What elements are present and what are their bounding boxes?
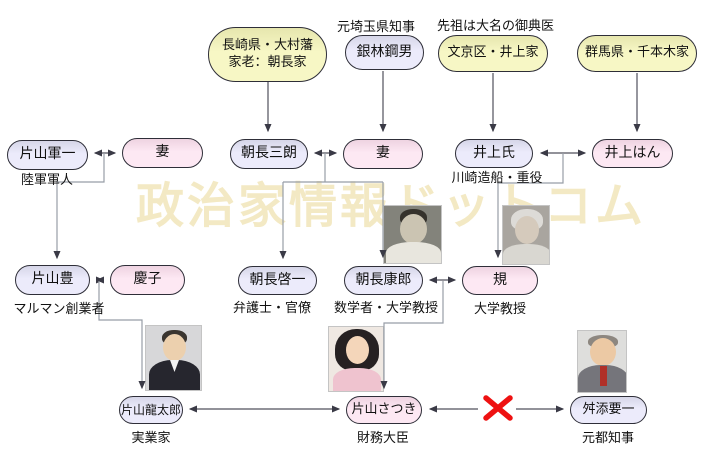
node-label: 片山豊: [31, 271, 74, 288]
node-inoue-han[interactable]: 井上はん: [592, 139, 673, 168]
node-label-line2: 家老：朝長家: [228, 54, 307, 70]
sublabel-katayama-satsuki: 財務大臣: [356, 431, 410, 446]
node-label: 慶子: [133, 271, 162, 288]
sublabel-masuzoe-yoichi: 元都知事: [581, 431, 635, 446]
photo-face: [400, 214, 427, 244]
node-label: 妻: [155, 144, 170, 161]
node-label: 朝長康郎: [355, 271, 412, 288]
annotation-ginbayashi-title: 元埼玉県知事: [337, 20, 416, 35]
sublabel-katayama-gunichi: 陸軍軍人: [20, 173, 74, 188]
node-chonaga-saburo[interactable]: 朝長三朗: [230, 139, 308, 169]
sublabel-inoue-shi: 川崎造船・重役: [451, 171, 543, 186]
photo-chonaga-yasuro: [383, 205, 442, 264]
node-label: 朝長三朗: [241, 145, 297, 162]
photo-tie: [600, 366, 607, 386]
sublabel-katayama-ryutaro: 実業家: [131, 431, 171, 446]
node-label: 銀林鋼男: [356, 43, 413, 60]
photo-nori: [502, 205, 550, 265]
node-gunma-senbongi-family[interactable]: 群馬県・千本木家: [577, 35, 697, 72]
node-chonaga-yasuro[interactable]: 朝長康郎: [344, 266, 423, 295]
node-label: 井上氏: [473, 144, 515, 161]
node-label-line1: 長崎県・大村藩: [221, 38, 313, 54]
node-nori[interactable]: 規: [462, 266, 538, 295]
node-masuzoe-yoichi[interactable]: 舛添要一: [570, 396, 647, 424]
node-label: 舛添要一: [582, 401, 635, 417]
node-label: 片山さつき: [351, 401, 417, 417]
node-label: 妻: [376, 145, 390, 162]
node-katayama-yutaka[interactable]: 片山豊: [15, 265, 90, 295]
node-chonaga-keiichi[interactable]: 朝長啓一: [238, 266, 317, 295]
node-ginbayashi-tsunao[interactable]: 銀林鋼男: [345, 35, 424, 70]
sublabel-nori: 大学教授: [473, 302, 527, 317]
node-katayama-ryutaro[interactable]: 片山龍太郎: [119, 396, 183, 424]
node-inoue-shi[interactable]: 井上氏: [455, 139, 533, 168]
photo-face: [590, 338, 616, 366]
node-label: 片山軍一: [19, 146, 76, 163]
photo-shirt: [170, 360, 179, 372]
photo-face: [515, 216, 539, 244]
node-keiko[interactable]: 慶子: [110, 265, 185, 295]
node-label: 規: [493, 271, 507, 288]
node-nagasaki-chonaga-family[interactable]: 長崎県・大村藩 家老：朝長家: [208, 27, 327, 82]
sublabel-katayama-yutaka: マルマン創業者: [13, 302, 105, 317]
node-wife-of-gunichi[interactable]: 妻: [122, 138, 203, 168]
photo-katayama-satsuki: [328, 326, 384, 392]
photo-body: [503, 244, 549, 264]
photo-masuzoe-yoichi: [577, 330, 627, 393]
node-label: 朝長啓一: [249, 271, 306, 288]
photo-katayama-ryutaro: [145, 325, 202, 391]
photo-body: [333, 368, 381, 391]
sublabel-chonaga-yasuro: 数学者・大学教授: [333, 301, 439, 316]
photo-face: [346, 336, 369, 364]
node-label: 片山龍太郎: [120, 402, 181, 417]
annotation-inoue-ancestry: 先祖は大名の御典医: [437, 19, 555, 34]
sublabel-chonaga-keiichi: 弁護士・官僚: [232, 301, 312, 316]
node-label: 文京区・井上家: [447, 45, 539, 61]
node-wife-of-saburo[interactable]: 妻: [343, 139, 423, 169]
node-katayama-gunichi[interactable]: 片山軍一: [7, 140, 88, 170]
divorce-x-icon: [483, 395, 513, 421]
node-bunkyo-inoue-family[interactable]: 文京区・井上家: [438, 35, 548, 72]
node-label: 井上はん: [604, 144, 661, 161]
node-katayama-satsuki[interactable]: 片山さつき: [346, 396, 422, 424]
photo-face: [163, 334, 186, 361]
photo-body: [386, 242, 441, 263]
node-label: 群馬県・千本木家: [584, 45, 689, 61]
descent-to-ryutaro: [98, 281, 146, 390]
